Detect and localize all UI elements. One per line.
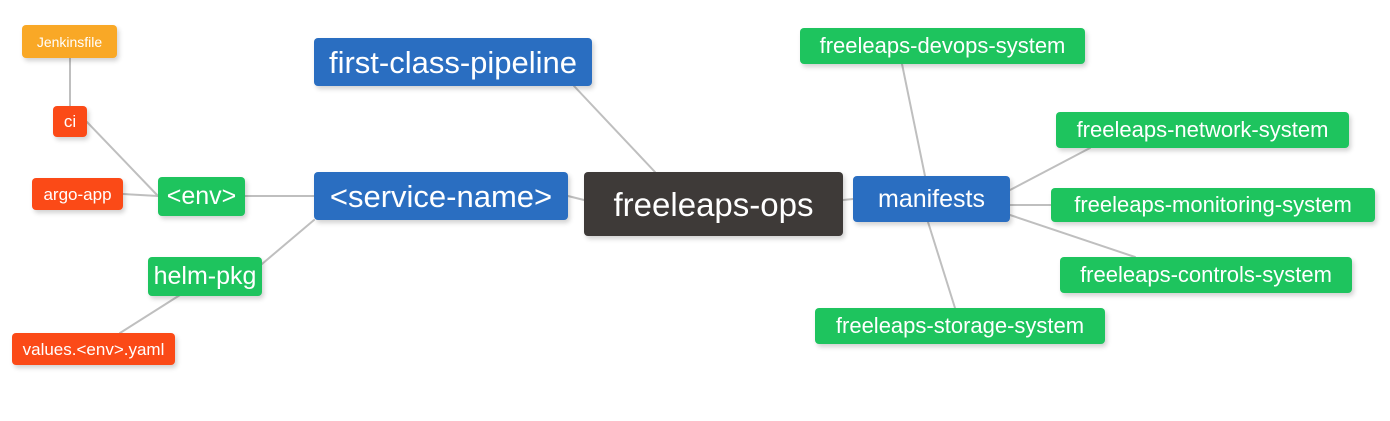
node-first-class-pipeline[interactable]: first-class-pipeline: [314, 38, 592, 86]
node-argo-app[interactable]: argo-app: [32, 178, 123, 210]
node-label: values.<env>.yaml: [22, 339, 165, 359]
edge-freeleaps-ops-to-manifests: [842, 198, 854, 201]
node-label: freeleaps-ops: [613, 185, 814, 223]
node-label: <service-name>: [329, 178, 553, 214]
node-controls-system[interactable]: freeleaps-controls-system: [1060, 257, 1352, 293]
node-jenkinsfile[interactable]: Jenkinsfile: [22, 25, 117, 58]
node-helm-pkg[interactable]: helm-pkg: [148, 257, 262, 296]
node-label: argo-app: [43, 184, 112, 204]
edge-first-class-pipeline-to-freeleaps-ops: [573, 85, 656, 173]
node-label: ci: [63, 112, 77, 131]
node-manifests[interactable]: manifests: [853, 176, 1010, 222]
node-label: first-class-pipeline: [328, 44, 578, 80]
node-ci[interactable]: ci: [53, 106, 87, 137]
node-label: freeleaps-devops-system: [819, 33, 1066, 58]
node-freeleaps-ops[interactable]: freeleaps-ops: [584, 172, 843, 236]
edge-service-name-to-helm-pkg: [261, 219, 315, 265]
edge-manifests-to-controls-system: [1009, 214, 1136, 258]
node-devops-system[interactable]: freeleaps-devops-system: [800, 28, 1085, 64]
edge-ci-to-env: [86, 121, 159, 197]
edge-helm-pkg-to-values-yaml: [119, 294, 181, 334]
edge-service-name-to-freeleaps-ops: [567, 195, 585, 201]
edge-manifests-to-network-system: [1009, 147, 1091, 191]
node-storage-system[interactable]: freeleaps-storage-system: [815, 308, 1105, 344]
node-label: freeleaps-network-system: [1076, 117, 1329, 142]
node-service-name[interactable]: <service-name>: [314, 172, 568, 220]
node-monitoring-system[interactable]: freeleaps-monitoring-system: [1051, 188, 1375, 222]
edge-manifests-to-storage-system: [927, 221, 956, 309]
node-network-system[interactable]: freeleaps-network-system: [1056, 112, 1349, 148]
node-label: freeleaps-storage-system: [835, 313, 1085, 338]
edge-argo-app-to-env: [122, 193, 159, 197]
node-label: Jenkinsfile: [36, 33, 103, 50]
edge-manifests-to-devops-system: [901, 63, 926, 177]
node-values-yaml[interactable]: values.<env>.yaml: [12, 333, 175, 365]
node-label: freeleaps-monitoring-system: [1074, 192, 1352, 217]
node-env[interactable]: <env>: [158, 177, 245, 216]
node-label: freeleaps-controls-system: [1080, 262, 1332, 287]
node-label: <env>: [166, 182, 237, 210]
node-label: manifests: [878, 184, 985, 213]
node-label: helm-pkg: [153, 262, 257, 290]
